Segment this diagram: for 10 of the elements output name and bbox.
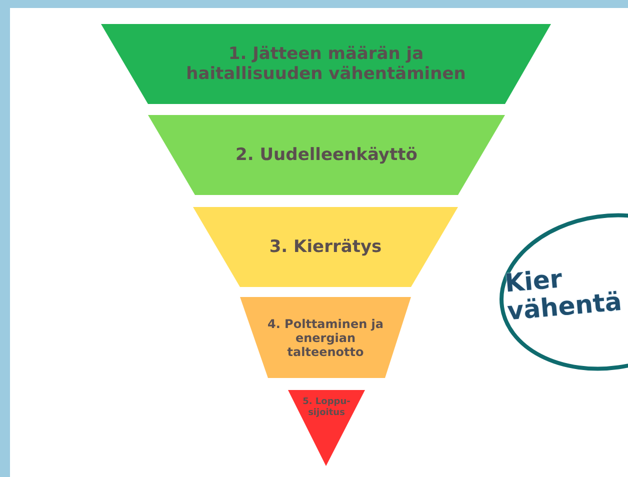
trapezoid-band: [148, 115, 505, 195]
triangle-tip: [288, 390, 365, 466]
level-text: 3. Kierrätys: [269, 237, 382, 257]
level-text: 4. Polttaminen ja energian talteenotto: [266, 316, 385, 358]
level-text: 1. Jätteen määrän ja haitallisuuden vähentäminen: [185, 44, 467, 84]
trapezoid-band: [101, 24, 551, 104]
level-text: 2. Uudelleenkäyttö: [236, 145, 418, 165]
trapezoid-band: [193, 207, 458, 287]
level-text: 5. Loppu-sijoitus: [302, 397, 352, 419]
trapezoid-band: [240, 297, 411, 378]
